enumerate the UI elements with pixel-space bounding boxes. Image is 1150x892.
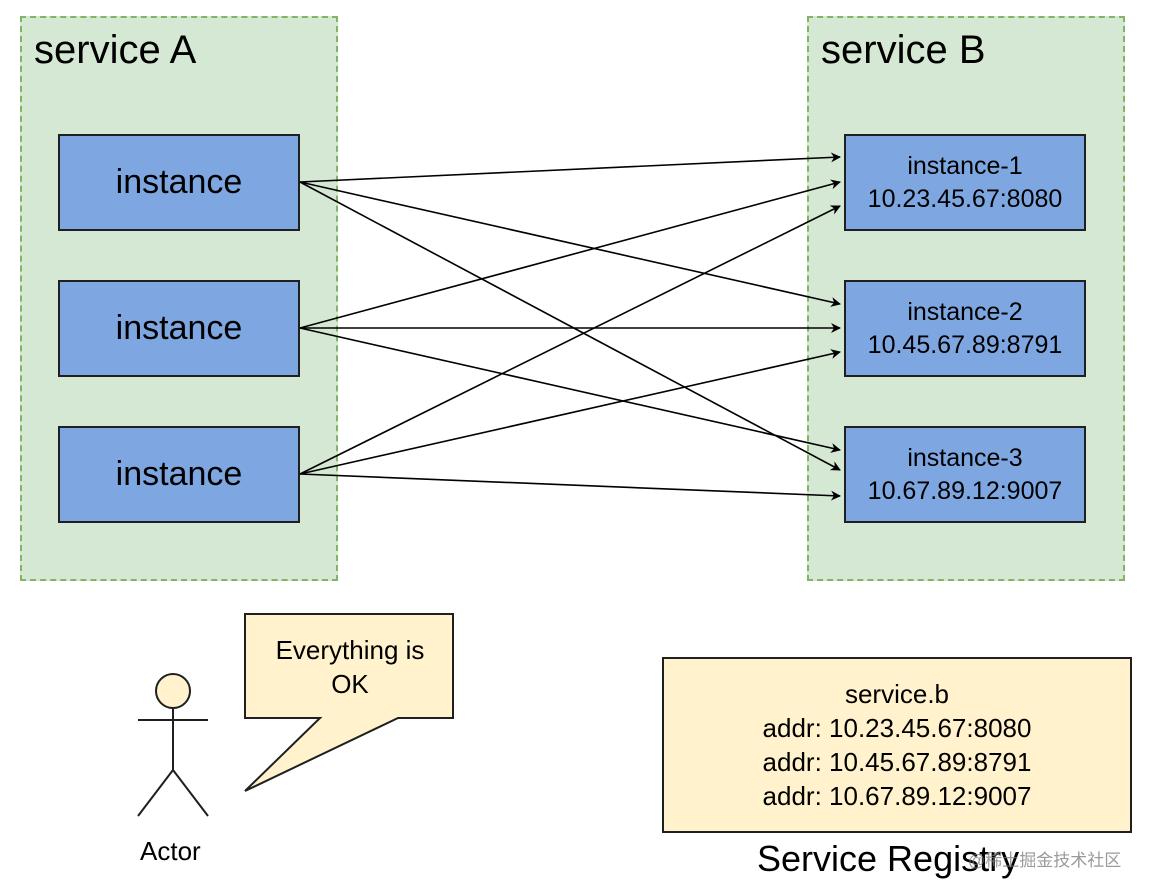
service-a-instance-3: instance bbox=[58, 426, 300, 523]
connection-arrow bbox=[299, 152, 841, 183]
connection-arrow bbox=[299, 349, 841, 475]
instance-name: instance-3 bbox=[907, 443, 1023, 472]
connection-arrow bbox=[299, 181, 841, 307]
registry-entry: addr: 10.23.45.67:8080 bbox=[762, 713, 1032, 743]
actor-figure bbox=[137, 673, 209, 817]
service-b-instance-3: instance-3 10.67.89.12:9007 bbox=[844, 426, 1086, 523]
service-b-instance-2: instance-2 10.45.67.89:8791 bbox=[844, 280, 1086, 377]
connection-arrow bbox=[299, 179, 841, 329]
service-a-title: service A bbox=[34, 28, 197, 72]
speech-bubble-text: Everything is OK bbox=[247, 633, 453, 701]
connection-arrow bbox=[299, 327, 841, 453]
instance-name: instance-2 bbox=[907, 297, 1023, 326]
speech-line: Everything is bbox=[275, 635, 425, 665]
instance-address: 10.67.89.12:9007 bbox=[867, 476, 1063, 505]
actor-label: Actor bbox=[140, 836, 201, 866]
service-registry-note: service.b addr: 10.23.45.67:8080 addr: 1… bbox=[662, 657, 1132, 833]
instance-address: 10.45.67.89:8791 bbox=[867, 330, 1063, 359]
actor-head bbox=[155, 673, 191, 709]
service-a-instance-label: instance bbox=[115, 309, 243, 347]
connection-arrow bbox=[299, 473, 841, 501]
service-b-instance-1: instance-1 10.23.45.67:8080 bbox=[844, 134, 1086, 231]
service-registry-caption: Service Registry bbox=[757, 838, 1020, 879]
registry-entry: addr: 10.45.67.89:8791 bbox=[762, 747, 1032, 777]
service-a-instance-1: instance bbox=[58, 134, 300, 231]
registry-service-name: service.b bbox=[844, 679, 950, 709]
service-b-title: service B bbox=[821, 28, 986, 72]
speech-bubble bbox=[244, 613, 454, 792]
instance-name: instance-1 bbox=[907, 151, 1023, 180]
registry-entry: addr: 10.67.89.12:9007 bbox=[762, 781, 1032, 811]
connection-arrow bbox=[299, 205, 841, 475]
service-a-instance-label: instance bbox=[115, 455, 243, 493]
service-a-instance-label: instance bbox=[115, 163, 243, 201]
watermark-text: @稀土掘金技术社区 bbox=[968, 851, 1122, 870]
speech-line: OK bbox=[331, 669, 369, 699]
instance-address: 10.23.45.67:8080 bbox=[867, 184, 1063, 213]
connection-arrow bbox=[299, 181, 841, 471]
service-a-instance-2: instance bbox=[58, 280, 300, 377]
